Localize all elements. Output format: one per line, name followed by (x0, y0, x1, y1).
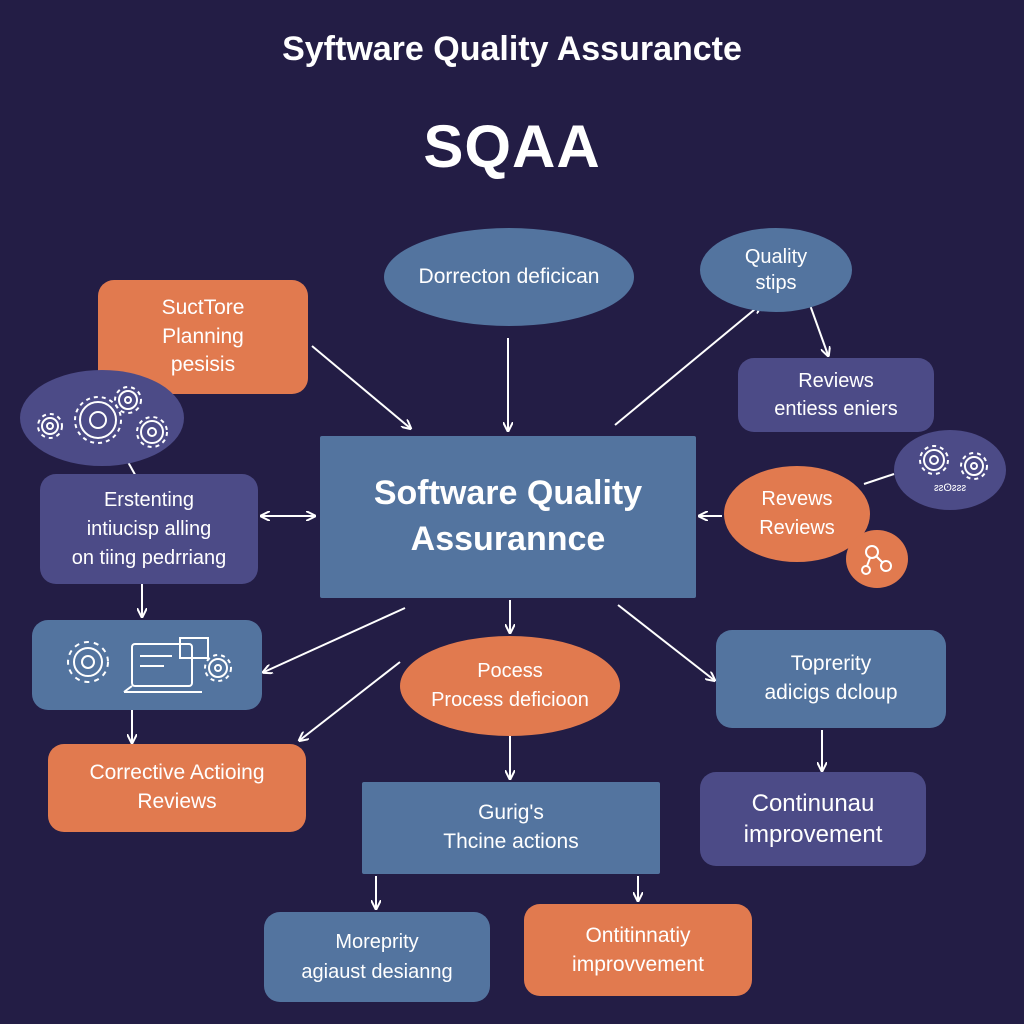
existing-planning-line3: on tiing pedrriang (71, 546, 227, 569)
correction-deficiency-node: Dorrecton deficican (384, 228, 634, 326)
process-deficiency-line1: Pocess (477, 660, 543, 682)
arrow-center-to-priority (617, 604, 714, 680)
guidelines-actions-node: Gurig's Thcine actions (362, 782, 660, 874)
continuity-improvement-line1: Ontitinnatiy (585, 923, 691, 947)
center-node-line2: Assurannce (410, 520, 606, 558)
moreprity-line2: agiaust desianng (301, 961, 453, 983)
reviews-ellipse-line2: Reviews (759, 517, 835, 539)
icon-caption: ᴤᴤʘᴤᴤᴤ (933, 482, 967, 494)
computer-screen-icon (123, 637, 209, 693)
diagram-title: Syftware Quality Assurancte (282, 30, 742, 68)
center-node: Software Quality Assurannce (320, 436, 696, 598)
process-deficiency-line2: Process deficioon (431, 689, 589, 711)
continuous-improvement-line1: Continunau (751, 789, 875, 817)
continuous-improvement-line2: improvement (743, 821, 883, 848)
moreprity-line1: Moreprity (335, 931, 419, 953)
reviews-ellipse-line1: Revews (761, 488, 833, 510)
center-node-line1: Software Quality (373, 474, 643, 513)
network-icon (861, 545, 892, 575)
reviews-ellipse-node: Revews Reviews (724, 466, 870, 562)
process-deficiency-node: Pocess Process deficioon (400, 636, 620, 736)
arrow-quality-to-reviews (809, 304, 828, 355)
arrow-process-to-corrective (300, 661, 401, 740)
existing-planning-line1: Erstenting (103, 488, 195, 511)
guidelines-actions-line1: Gurig's (478, 801, 544, 825)
reviews-entries-node: Reviews entiess eniers (738, 358, 934, 432)
network-node (846, 530, 908, 588)
structure-planning-node: SuctTore Planning pesisis (98, 280, 308, 394)
reviews-entries-line2: entiess eniers (774, 398, 898, 420)
arrow-planning-to-center (311, 345, 410, 428)
moreprity-node: Moreprity agiaust desianng (264, 912, 490, 1002)
gears-cluster (20, 370, 184, 466)
line-reviews-to-icons (863, 473, 895, 485)
gear-icon (37, 386, 168, 448)
gear-icon (204, 654, 232, 682)
reviews-entries-line1: Reviews (798, 370, 874, 392)
structure-planning-line2: Planning (162, 324, 244, 348)
quality-steps-line1: Quality (744, 246, 808, 268)
gear-icon (919, 445, 988, 480)
existing-planning-node: Erstenting intiucisp alling on tiing ped… (40, 474, 258, 584)
priority-line1: Toprerity (790, 652, 872, 676)
structure-planning-line3: pesisis (170, 353, 236, 377)
priority-line2: adicigs dcloup (764, 681, 898, 704)
diagram-abbreviation: SQAA (423, 113, 601, 180)
continuity-improvement-line2: improvvement (572, 953, 704, 976)
structure-planning-line1: SuctTore (161, 295, 245, 319)
gear-icon (67, 641, 109, 683)
guidelines-actions-line2: Thcine actions (443, 830, 579, 853)
corrective-actions-node: Corrective Actioing Reviews (48, 744, 306, 832)
continuous-improvement-node: Continunau improvement (700, 772, 926, 866)
existing-planning-line2: intiucisp alling (86, 517, 212, 540)
quality-steps-line2: stips (755, 272, 797, 294)
gears-cluster-right: ᴤᴤʘᴤᴤᴤ (894, 430, 1006, 510)
quality-steps-node: Quality stips (700, 228, 852, 312)
corrective-actions-line1: Corrective Actioing (89, 761, 265, 785)
correction-deficiency-line1: Dorrecton deficican (418, 264, 600, 288)
continuity-improvement-node: Ontitinnatiy improvvement (524, 904, 752, 996)
tools-icon-box (32, 620, 262, 710)
corrective-actions-line2: Reviews (137, 790, 217, 813)
priority-node: Toprerity adicigs dcloup (716, 630, 946, 728)
arrow-center-to-icons (264, 607, 406, 672)
arrow-center-to-quality (614, 305, 760, 426)
